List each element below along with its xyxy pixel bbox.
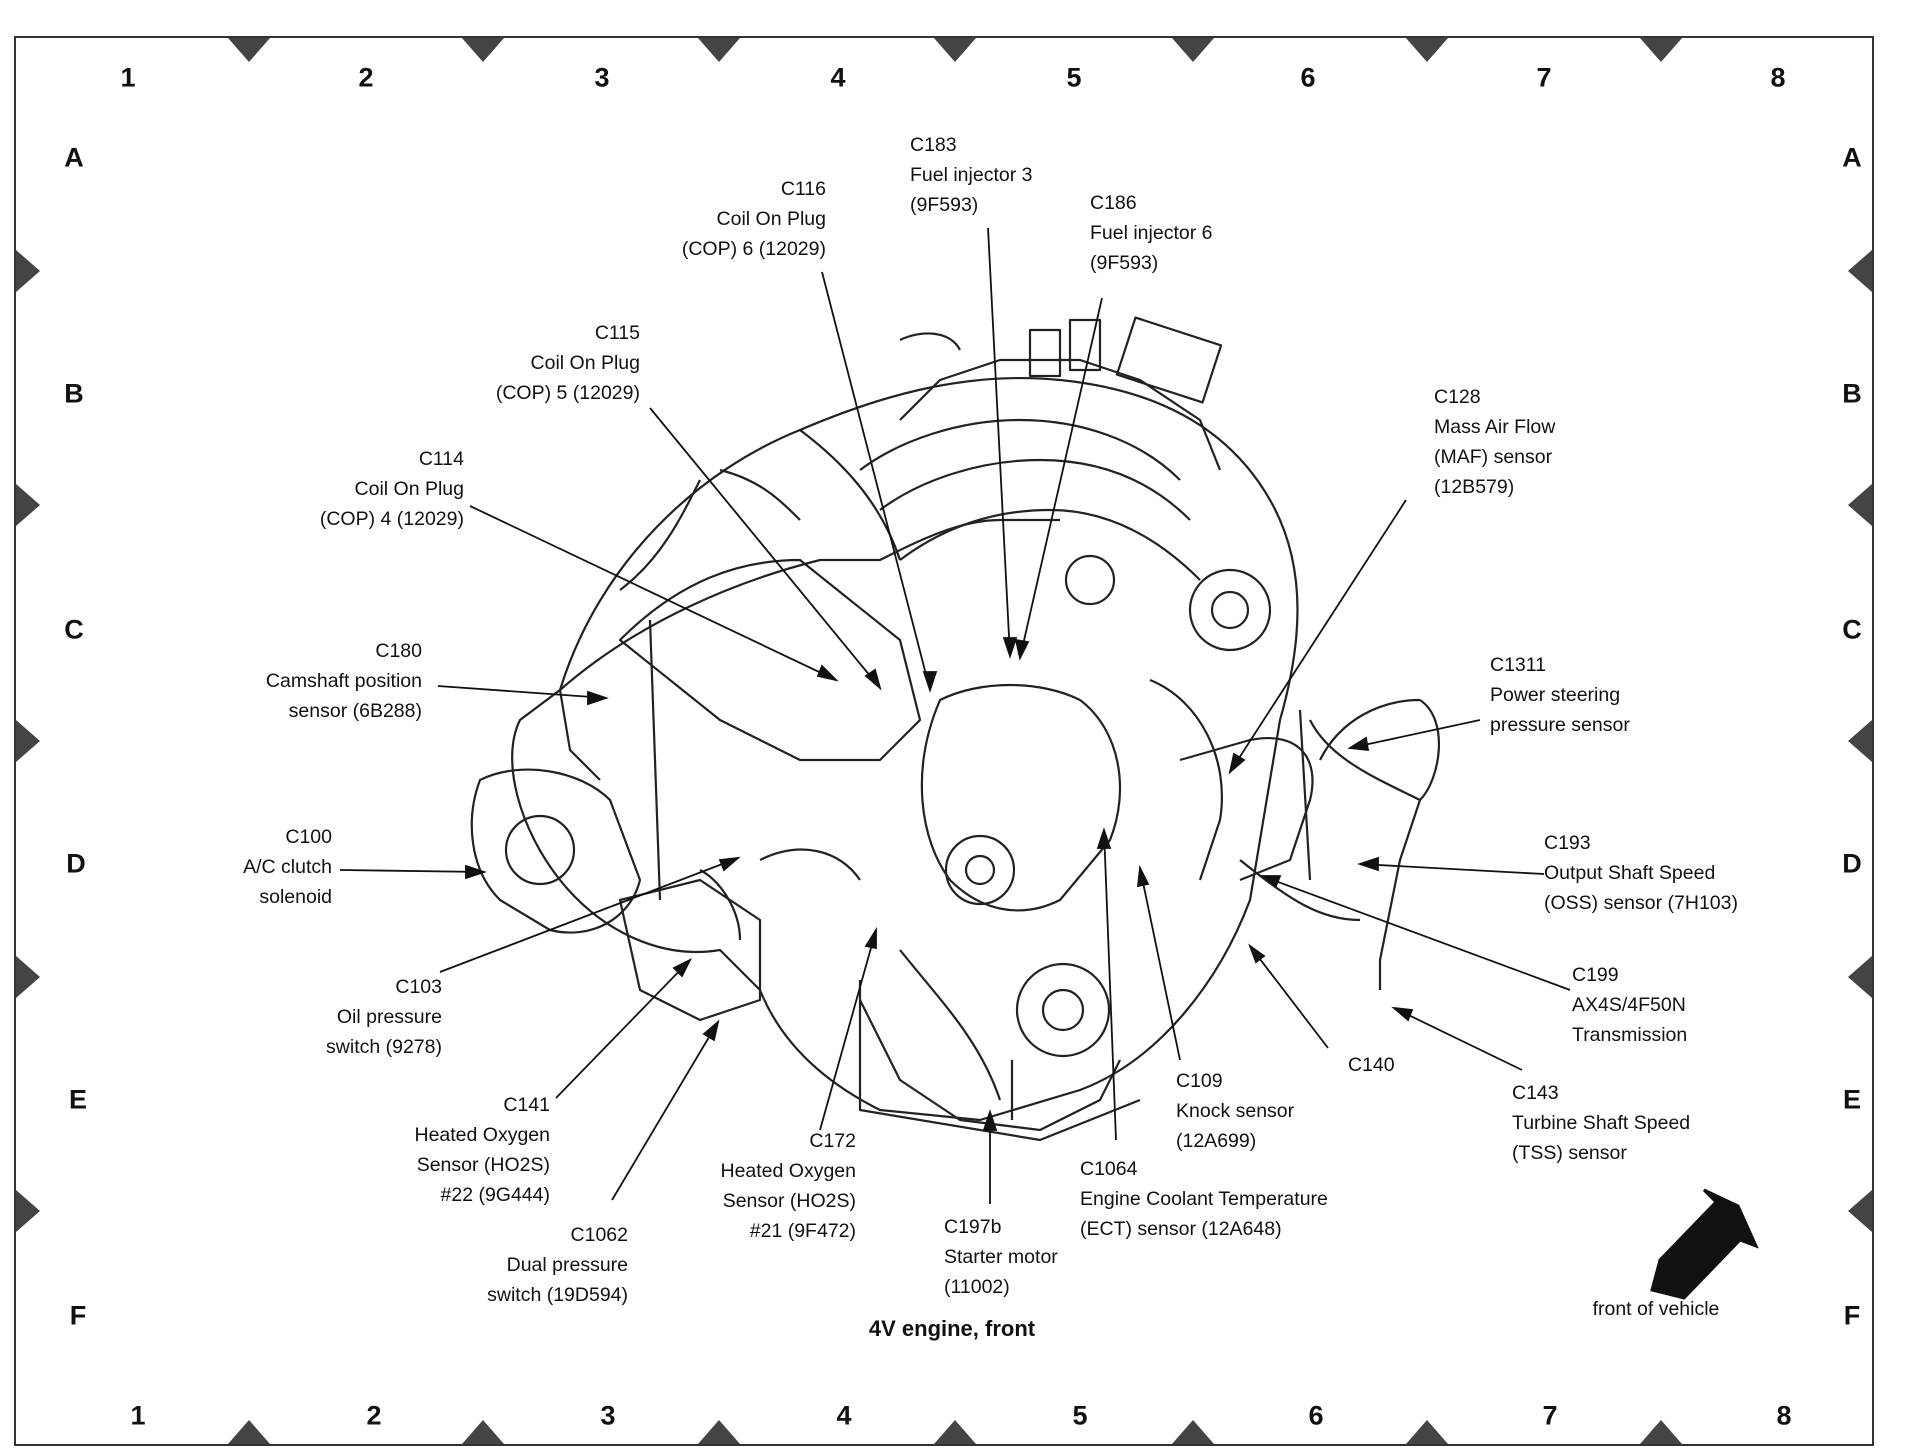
front-of-vehicle-arrow-icon <box>1650 1188 1759 1300</box>
grid-row-right-f: F <box>1843 1300 1861 1331</box>
leader-lines <box>339 227 1571 1204</box>
grid-row-right-e: E <box>1842 1084 1862 1115</box>
front-of-vehicle-label: front of vehicle <box>1592 1298 1720 1320</box>
grid-col-bottom-6: 6 <box>1308 1400 1324 1431</box>
grid-row-right-d: D <box>1842 848 1862 879</box>
grid-col-top-5: 5 <box>1066 62 1082 93</box>
grid-row-right-a: A <box>1842 142 1862 173</box>
callout-c140: C140 <box>1348 1054 1395 1076</box>
grid-col-bottom-8: 8 <box>1776 1400 1792 1431</box>
grid-row-left-a: A <box>64 142 84 173</box>
grid-col-bottom-5: 5 <box>1072 1400 1088 1431</box>
grid-col-top-3: 3 <box>594 62 610 93</box>
grid-row-right-b: B <box>1842 378 1862 409</box>
diagram-caption: 4V engine, front <box>868 1316 1036 1341</box>
grid-row-left-c: C <box>64 614 84 645</box>
grid-col-top-7: 7 <box>1536 62 1552 93</box>
grid-row-left-d: D <box>66 848 86 879</box>
grid-col-bottom-1: 1 <box>130 1400 146 1431</box>
diagram-frame <box>14 36 1874 1446</box>
grid-col-top-6: 6 <box>1300 62 1316 93</box>
engine-outline <box>470 316 1440 1142</box>
grid-col-top-8: 8 <box>1770 62 1786 93</box>
grid-col-top-4: 4 <box>830 62 846 93</box>
grid-col-bottom-4: 4 <box>836 1400 852 1431</box>
grid-col-top-1: 1 <box>120 62 136 93</box>
grid-row-right-c: C <box>1842 614 1862 645</box>
grid-row-left-f: F <box>69 1300 87 1331</box>
grid-col-bottom-7: 7 <box>1542 1400 1558 1431</box>
grid-row-left-e: E <box>68 1084 88 1115</box>
grid-col-bottom-2: 2 <box>366 1400 382 1431</box>
grid-edge-markers <box>16 38 1872 1444</box>
grid-col-top-2: 2 <box>358 62 374 93</box>
grid-col-bottom-3: 3 <box>600 1400 616 1431</box>
grid-row-left-b: B <box>64 378 84 409</box>
